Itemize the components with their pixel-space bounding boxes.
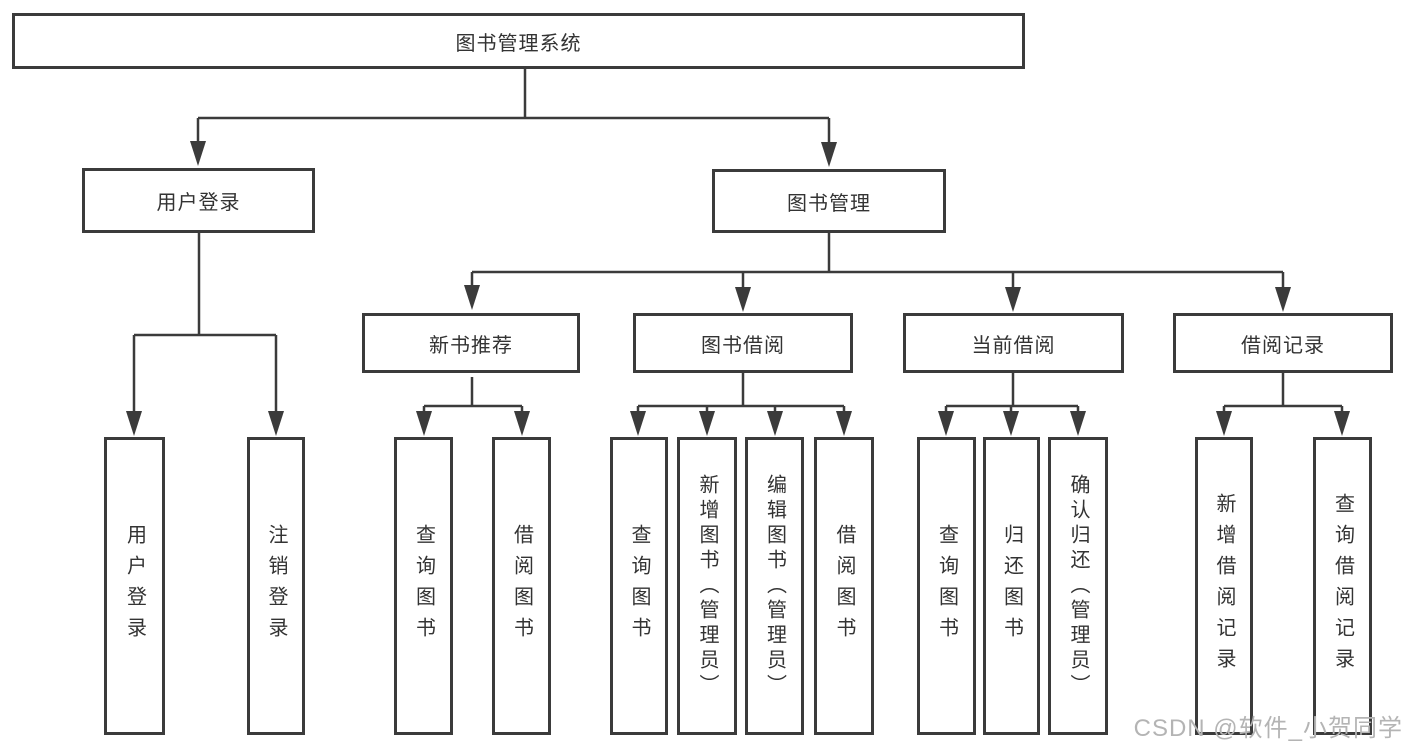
arrowhead-icon [126,411,142,436]
leaf-current-query-label: 查询图书 [935,524,958,648]
csdn-watermark: CSDN @软件_小贺同学 [1133,715,1403,742]
leaf-borrow-add-admin: 新增图书（管理员） [677,437,737,735]
leaf-borrow-query: 查询图书 [610,437,668,735]
arrowhead-icon [1003,411,1019,436]
leaf-newbooks-query-label: 查询图书 [412,524,435,648]
connector-user-login-children [132,233,278,412]
node-user-login: 用户登录 [82,168,315,233]
node-new-book-recommend-label: 新书推荐 [429,334,513,357]
node-root-label: 图书管理系统 [455,32,582,55]
arrowhead-icon [1070,411,1086,436]
arrowhead-icon [630,411,646,436]
node-book-borrow-label: 图书借阅 [701,334,785,357]
leaf-current-return-label: 归还图书 [1000,524,1023,648]
arrowheads [126,141,1350,436]
connector-borrow-history-children [1222,373,1344,414]
node-new-book-recommend: 新书推荐 [362,313,580,373]
arrowhead-icon [699,411,715,436]
arrowhead-icon [268,411,284,436]
leaf-current-confirm-admin: 确认归还（管理员） [1048,437,1108,735]
leaf-borrow-borrow: 借阅图书 [814,437,874,735]
connector-current-borrow-children [944,373,1080,414]
leaf-newbooks-borrow-label: 借阅图书 [510,524,533,648]
leaf-borrow-borrow-label: 借阅图书 [833,524,855,648]
node-borrow-history: 借阅记录 [1173,313,1393,373]
node-current-borrow-label: 当前借阅 [971,334,1056,357]
arrowhead-icon [1334,411,1350,436]
leaf-logout-label: 注销登录 [265,524,287,648]
arrowhead-icon [821,142,837,167]
leaf-user-login-label: 用户登录 [123,524,146,648]
node-borrow-history-label: 借阅记录 [1241,334,1325,357]
leaf-borrow-edit-admin: 编辑图书（管理员） [745,437,804,735]
connector-root-to-level2 [196,69,831,143]
leaf-current-return: 归还图书 [983,437,1040,735]
leaf-history-add: 新增借阅记录 [1195,437,1253,735]
leaf-newbooks-borrow: 借阅图书 [492,437,551,735]
arrowhead-icon [416,411,432,436]
leaf-borrow-add-admin-label: 新增图书（管理员） [696,473,718,699]
arrowhead-icon [767,411,783,436]
node-book-borrow: 图书借阅 [633,313,853,373]
leaf-history-add-label: 新增借阅记录 [1213,493,1235,679]
arrowhead-icon [464,285,480,310]
leaf-history-query: 查询借阅记录 [1313,437,1372,735]
arrowhead-icon [836,411,852,436]
leaf-history-query-label: 查询借阅记录 [1331,493,1354,679]
connector-book-mgmt-children [470,233,1285,288]
leaf-user-login: 用户登录 [104,437,165,735]
arrowhead-icon [514,411,530,436]
node-book-management-label: 图书管理 [787,192,871,215]
node-book-management: 图书管理 [712,169,946,233]
leaf-borrow-query-label: 查询图书 [628,524,650,648]
arrowhead-icon [1275,287,1291,312]
connector-book-borrow-children [636,373,846,414]
arrowhead-icon [1005,287,1021,312]
arrowhead-icon [735,287,751,312]
node-root-system: 图书管理系统 [12,13,1025,69]
leaf-logout: 注销登录 [247,437,305,735]
node-current-borrow: 当前借阅 [903,313,1124,373]
leaf-newbooks-query: 查询图书 [394,437,453,735]
arrowhead-icon [938,411,954,436]
leaf-current-confirm-admin-label: 确认归还（管理员） [1067,473,1089,699]
leaf-borrow-edit-admin-label: 编辑图书（管理员） [763,473,786,699]
arrowhead-icon [1216,411,1232,436]
leaf-current-query: 查询图书 [917,437,976,735]
node-user-login-label: 用户登录 [156,192,241,214]
arrowhead-icon [190,141,206,166]
connector-new-books-children [422,377,524,414]
